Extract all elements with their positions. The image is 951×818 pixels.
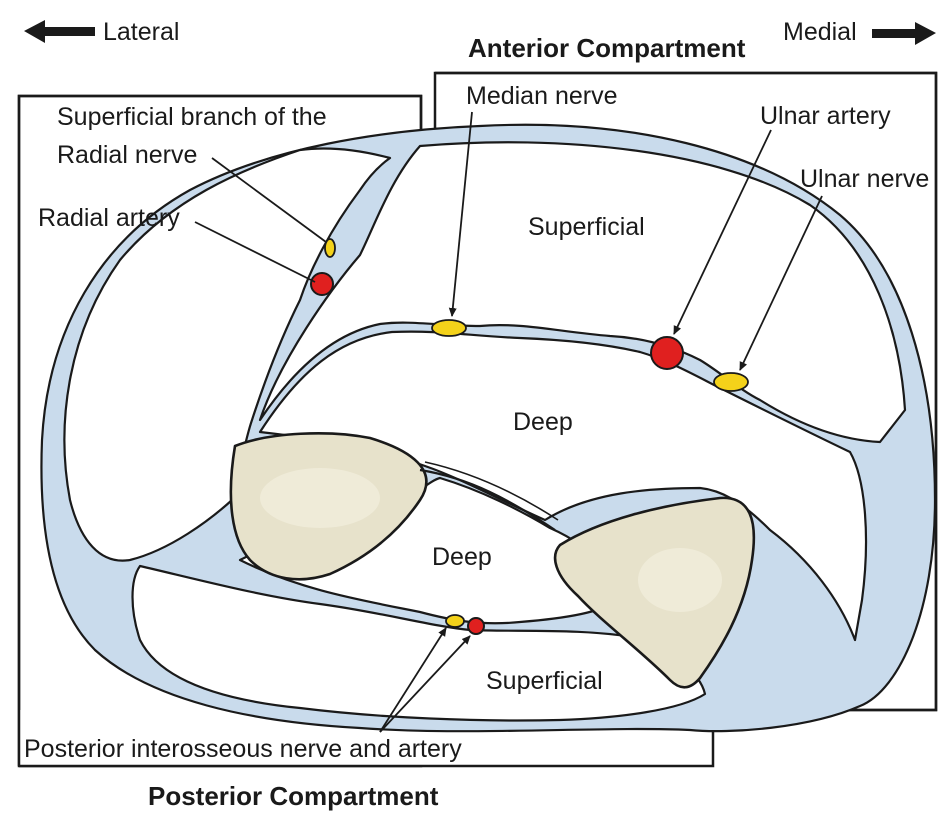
median-nerve-marker (432, 320, 466, 336)
radial-artery-label: Radial artery (38, 204, 180, 232)
posterior-deep-label: Deep (432, 543, 492, 571)
radius-marrow (260, 468, 380, 528)
ulnar-nerve-marker (714, 373, 748, 391)
lateral-arrow-icon (24, 20, 95, 43)
medial-arrow-icon (872, 22, 936, 45)
ulna-marrow (638, 548, 722, 612)
posterior-interosseous-artery-marker (468, 618, 484, 634)
posterior-compartment-title: Posterior Compartment (148, 781, 439, 811)
medial-label: Medial (783, 18, 857, 46)
anterior-compartment-title: Anterior Compartment (468, 33, 746, 63)
posterior-interosseous-label: Posterior interosseous nerve and artery (24, 735, 462, 763)
anterior-superficial-label: Superficial (528, 213, 645, 241)
ulnar-nerve-label: Ulnar nerve (800, 165, 929, 193)
radial-artery-marker (311, 273, 333, 295)
superficial-radial-nerve-label-line1: Superficial branch of the (57, 103, 327, 131)
superficial-radial-nerve-marker (325, 239, 335, 257)
ulnar-artery-label: Ulnar artery (760, 102, 891, 130)
superficial-radial-nerve-label-line2: Radial nerve (57, 141, 197, 169)
posterior-interosseous-nerve-marker (446, 615, 464, 627)
posterior-superficial-label: Superficial (486, 667, 603, 695)
lateral-label: Lateral (103, 18, 179, 46)
median-nerve-label: Median nerve (466, 82, 617, 110)
ulnar-artery-marker (651, 337, 683, 369)
anterior-deep-label: Deep (513, 408, 573, 436)
